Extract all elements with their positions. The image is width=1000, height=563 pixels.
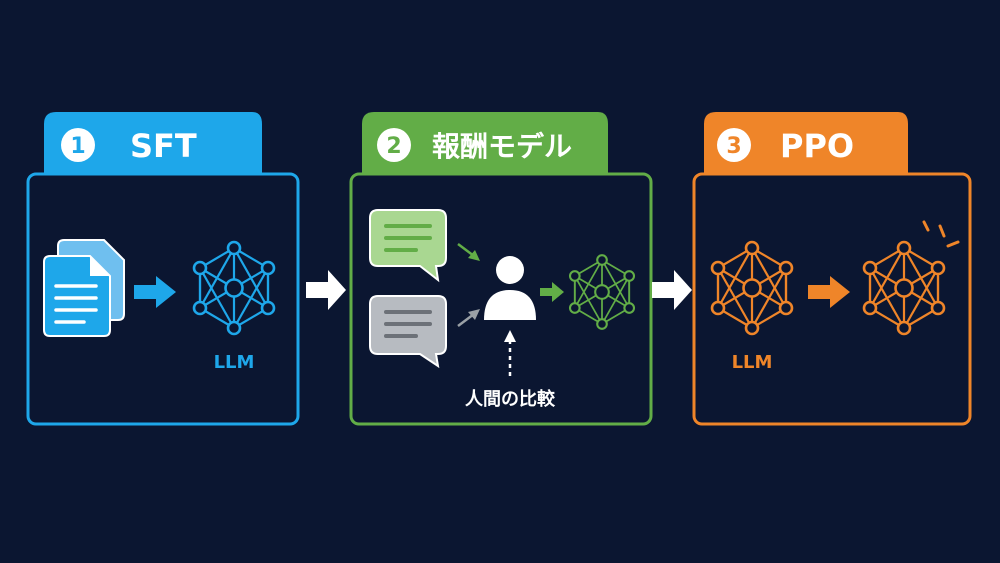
stage-reward-number: 2: [386, 134, 401, 159]
stage-ppo-number-badge: [717, 128, 751, 162]
arrow-right-icon: [457, 309, 480, 327]
stage-sft-title: SFT: [130, 127, 197, 165]
chat-bubble-icon: [369, 295, 447, 369]
sparkle-icon: [922, 220, 960, 248]
stage-reward-panel: [349, 172, 653, 426]
neural-network-icon: [710, 240, 794, 336]
neural-network-icon: [568, 254, 636, 330]
stage-sft-caption: LLM: [214, 352, 255, 373]
stage-reward-tab: [362, 112, 608, 174]
stage-sft-number: 1: [70, 134, 85, 159]
stage-ppo-panel: [692, 172, 972, 426]
stage-sft-tab: [44, 112, 262, 174]
arrow-right-icon: [808, 276, 850, 308]
stage-sft-panel: [26, 172, 300, 426]
stage-sft-number-badge: [61, 128, 95, 162]
arrow-right-icon: [457, 243, 480, 261]
stage-reward-number-badge: [377, 128, 411, 162]
stage-ppo-caption: LLM: [732, 352, 773, 373]
stage-ppo-title: PPO: [780, 127, 854, 165]
stage-sft: 1 SFT LLM: [26, 112, 300, 426]
stage-reward-caption: 人間の比較: [465, 388, 556, 410]
document-stack-icon: [43, 239, 125, 337]
arrow-right-icon: [652, 270, 692, 310]
arrow-right-icon: [306, 270, 346, 310]
neural-network-icon: [192, 240, 276, 336]
stage-reward-model: 2 報酬モデル: [349, 112, 653, 426]
neural-network-icon: [862, 240, 946, 336]
stage-ppo-number: 3: [726, 134, 741, 159]
arrow-right-icon: [540, 282, 564, 302]
chat-bubble-icon: [369, 209, 447, 283]
arrow-up-icon: [504, 330, 516, 376]
person-icon: [484, 256, 536, 320]
stage-reward-title: 報酬モデル: [432, 130, 572, 163]
stage-ppo-tab: [704, 112, 908, 174]
arrow-right-icon: [134, 276, 176, 308]
stage-ppo: 3 PPO LLM: [692, 112, 972, 426]
